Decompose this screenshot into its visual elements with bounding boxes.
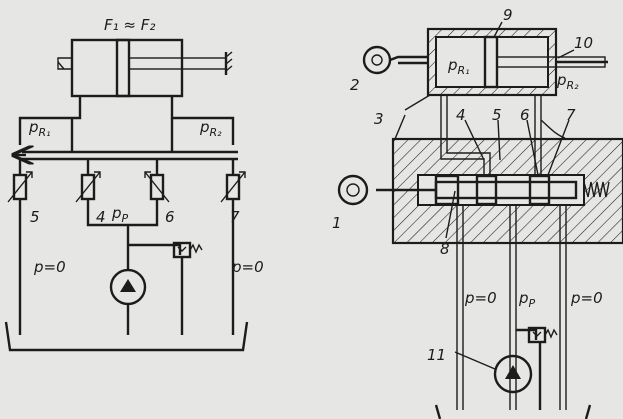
p-left-right-label: p=0: [464, 289, 497, 307]
pr2-right-label: pR₂: [556, 71, 579, 92]
roller-1: [337, 174, 369, 206]
callout-5: 5: [492, 106, 502, 124]
throttle-label-5: 5: [30, 208, 40, 226]
force-label: F₁ ≈ F₂: [104, 16, 155, 34]
spool: [376, 174, 610, 206]
throttle-label-6: 6: [165, 208, 175, 226]
callout-3: 3: [374, 110, 384, 128]
pr2-label: pR₂: [199, 118, 222, 139]
pr1-label: pR₁: [28, 118, 51, 139]
zero-left-label: p=0: [33, 258, 66, 276]
valve-body: [391, 130, 623, 245]
pump-11: [493, 354, 533, 394]
callout-10: 10: [574, 34, 593, 52]
zero-right-label: p=0: [231, 258, 264, 276]
callout-4: 4: [456, 106, 466, 124]
pump-left: [109, 268, 147, 306]
callout-11: 11: [427, 346, 446, 364]
callout-9: 9: [503, 6, 513, 24]
pp-label: pP: [111, 204, 129, 225]
double-rod-cylinder: [57, 38, 233, 98]
tank-left: [4, 321, 249, 352]
throttle-label-7: 7: [230, 208, 240, 226]
callout-6: 6: [520, 106, 530, 124]
callout-7: 7: [566, 106, 576, 124]
throttle-label-4: 4: [96, 208, 106, 226]
callout-8: 8: [440, 240, 450, 258]
callout-1: 1: [332, 214, 342, 232]
roller-2: [362, 45, 428, 75]
right-schematic: 9 10 2 3 4 5 6 7 1 8 11 pR₁ pR₂ p=0 pP p…: [332, 6, 623, 419]
relief-valve-right: [527, 326, 558, 344]
throttle-4: [75, 171, 101, 203]
throttle-5: [7, 171, 33, 203]
p-mid-right-label: pP: [518, 289, 536, 310]
throttle-7: [220, 171, 246, 203]
throttle-6: [144, 171, 170, 203]
callout-leaders: [394, 21, 575, 370]
left-spool-rod: [14, 152, 238, 159]
p-right-right-label: p=0: [570, 289, 603, 307]
left-schematic: F₁ ≈ F₂ pR₁ pR₂: [4, 16, 264, 352]
callout-2: 2: [350, 76, 360, 94]
